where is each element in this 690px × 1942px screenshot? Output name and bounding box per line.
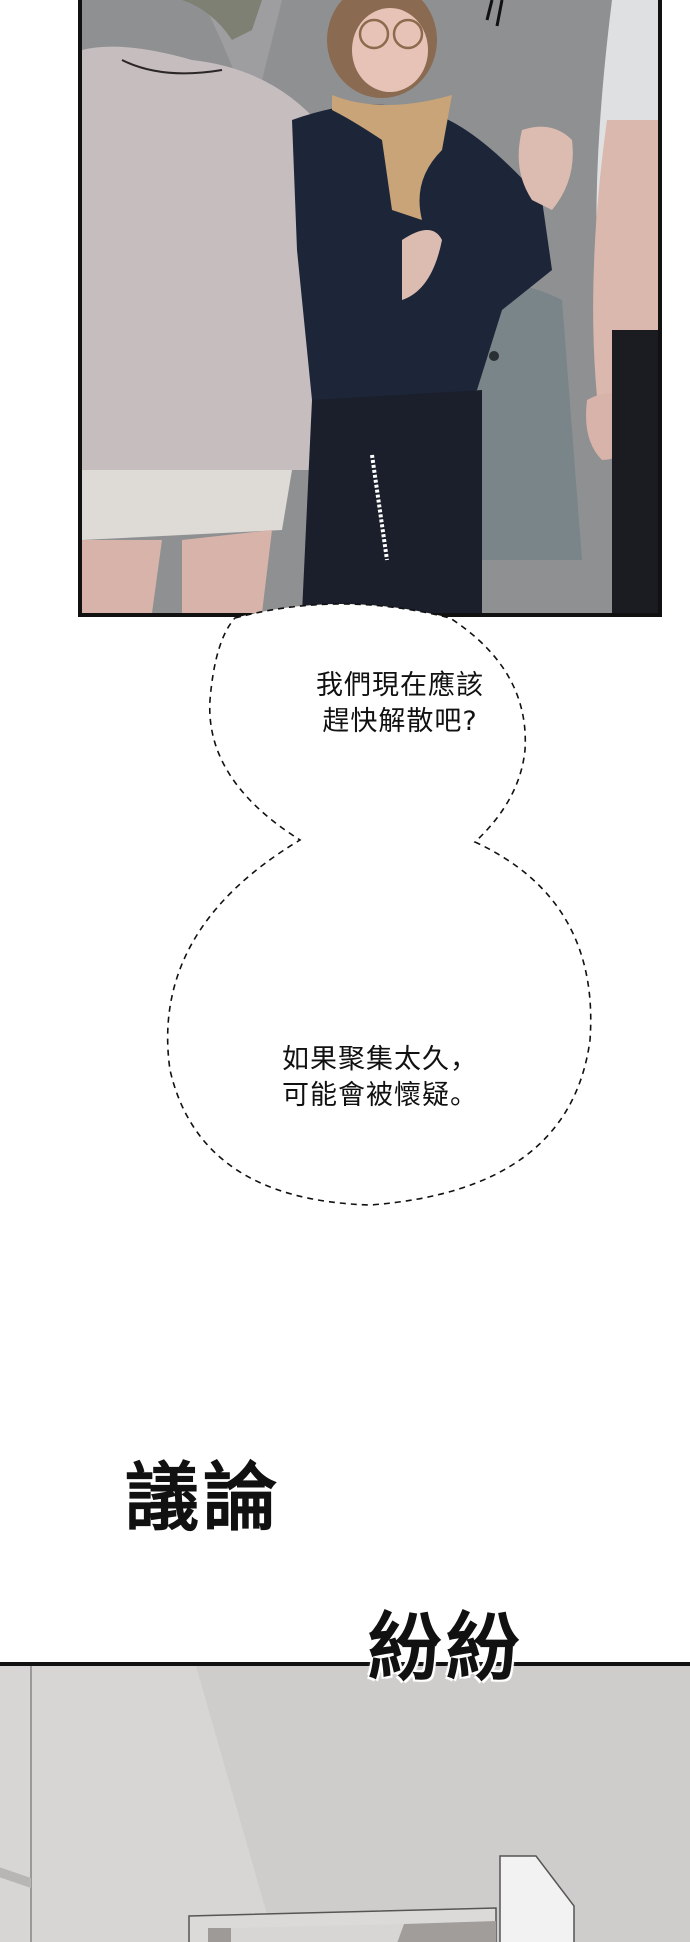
sound-effect-discussion: 議論	[125, 1455, 281, 1541]
speech-bubble-2-text: 如果聚集太久， 可能會被懷疑。	[282, 1044, 478, 1111]
comic-panel-bottom	[0, 1662, 690, 1942]
speech-bubbles-outline	[166, 603, 592, 1206]
speech-bubble-1-text: 我們現在應該 趕快解散吧?	[316, 670, 484, 737]
sound-effect-murmuring: 紛紛	[368, 1605, 524, 1691]
comic-panel-top	[78, 0, 662, 617]
panel-top-artwork	[82, 0, 658, 613]
panel-bottom-artwork	[0, 1666, 690, 1942]
